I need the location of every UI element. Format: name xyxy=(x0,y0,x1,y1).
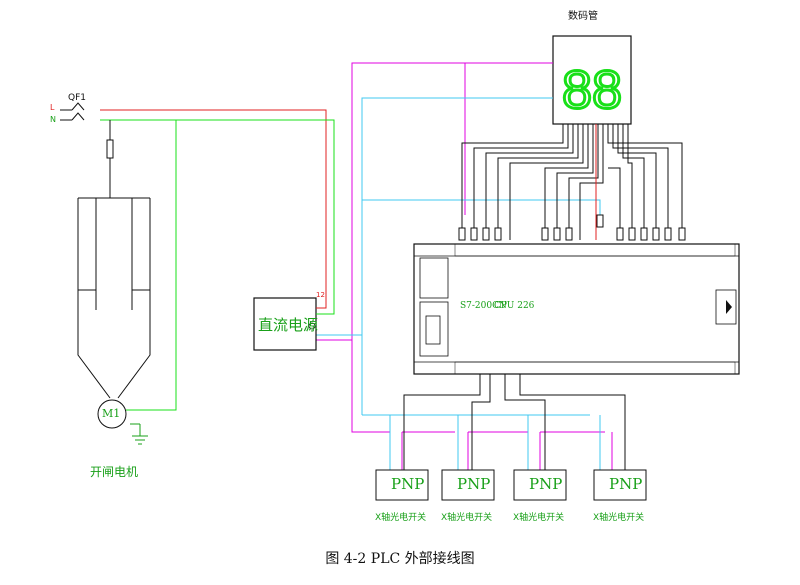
plc-body xyxy=(413,243,740,375)
resistor-row xyxy=(458,214,686,241)
sensor-label-4: X轴光电开关 xyxy=(593,513,645,523)
display-box xyxy=(552,35,632,125)
sensor-label-1: X轴光电开关 xyxy=(375,513,427,523)
sensor-module-3: PNP xyxy=(529,475,563,493)
display-label: 数码管 xyxy=(568,11,598,22)
power-supply-label: 直流电源 xyxy=(258,316,319,334)
ground-symbol xyxy=(130,423,148,445)
line-l-label: L xyxy=(50,103,55,112)
dc-power-box xyxy=(253,297,317,351)
sensor-label-2: X轴光电开关 xyxy=(441,513,493,523)
display-digits: 88 xyxy=(562,60,622,120)
plc-top-terminals xyxy=(454,243,736,257)
plc-cpu-label: CPU 226 xyxy=(494,301,535,311)
line-n-label: N xyxy=(50,115,56,124)
sensor-signal-wires xyxy=(403,374,626,490)
n-line-wire xyxy=(100,119,335,315)
motor-circuit xyxy=(60,102,151,429)
l-line-wire xyxy=(100,109,327,309)
sensor-module-1: PNP xyxy=(391,475,425,493)
breaker-label: QF1 xyxy=(68,93,86,103)
sensor-label-3: X轴光电开关 xyxy=(513,513,565,523)
power-supply-term-12: 12 xyxy=(316,291,325,299)
motor-caption: 开闸电机 xyxy=(90,465,139,479)
figure-caption: 图 4-2 PLC 外部接线图 xyxy=(325,551,475,567)
motor-feed-wire xyxy=(126,120,177,411)
display-bus-wires xyxy=(461,124,683,240)
plc-model-label: S7-200CN xyxy=(460,301,507,311)
plc-bottom-terminals xyxy=(454,361,736,375)
sensor-module-2: PNP xyxy=(457,475,491,493)
pnp-module-boxes xyxy=(375,469,647,501)
sensor-module-4: PNP xyxy=(609,475,643,493)
motor-label: M1 xyxy=(102,407,121,420)
